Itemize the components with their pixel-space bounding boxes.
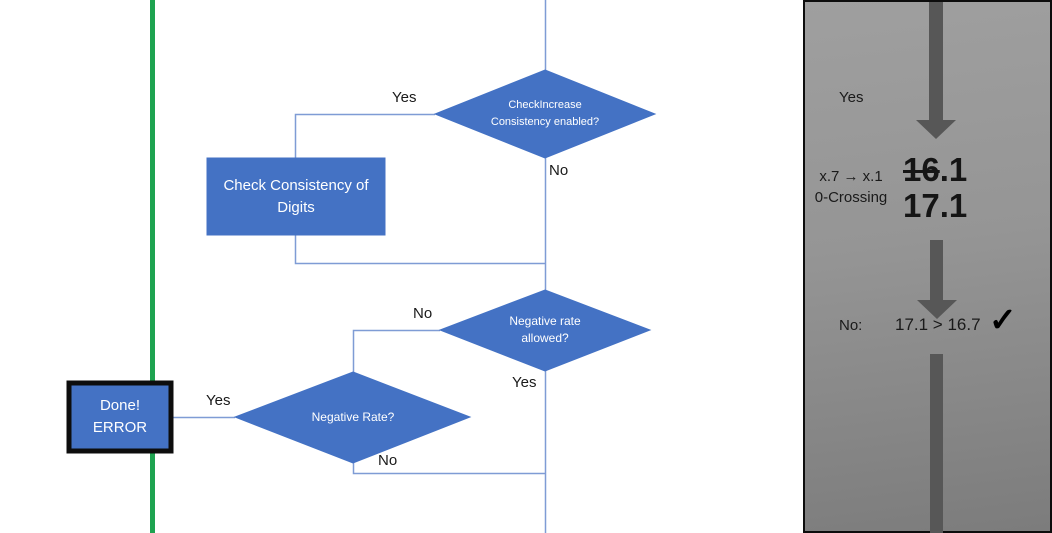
old-value-rest: .1 bbox=[939, 151, 968, 188]
down-arrow-1-head-icon bbox=[916, 120, 956, 139]
down-arrow-2-shaft bbox=[930, 240, 943, 300]
panel-yes-label: Yes bbox=[839, 89, 864, 106]
diamond-negative-rate-label: Negative Rate? bbox=[311, 410, 395, 424]
process-check-consistency-box bbox=[206, 157, 386, 236]
down-arrow-1-shaft bbox=[929, 2, 943, 120]
label-yes-done: Yes bbox=[206, 392, 231, 409]
label-yes-top: Yes bbox=[392, 89, 417, 106]
diamond-negative-rate-allowed-label: Negative rate allowed? bbox=[509, 314, 581, 345]
connector-no-return bbox=[352, 463, 545, 475]
connector-yes-to-check-consistency bbox=[294, 113, 435, 158]
rule-line2: 0-Crossing bbox=[814, 189, 888, 206]
label-no-bottom: No bbox=[378, 452, 398, 469]
down-arrow-3-shaft bbox=[930, 354, 943, 533]
diamond-negative-rate bbox=[233, 371, 472, 464]
label-no-mid: No bbox=[413, 305, 433, 322]
value-comparison-numbers: 16.1 17.1 bbox=[903, 152, 967, 224]
diamond-check-increase bbox=[433, 69, 657, 159]
done-error-label: Done! ERROR bbox=[67, 381, 173, 453]
new-value: 17.1 bbox=[903, 187, 968, 224]
label-yes-mid: Yes bbox=[512, 374, 537, 391]
example-side-panel: Yes x.7 → x.1 0-Crossing 16.1 17.1 No: 1… bbox=[803, 0, 1052, 533]
old-value-struck: 16 bbox=[903, 151, 940, 188]
comparison-text: 17.1 > 16.7 bbox=[895, 315, 981, 334]
old-value: 16.1 bbox=[903, 152, 967, 188]
connector-no-to-negative-rate bbox=[352, 329, 440, 372]
rule-line1: x.7 → x.1 bbox=[819, 168, 883, 185]
rule-annotation: x.7 → x.1 0-Crossing bbox=[807, 166, 895, 208]
process-check-consistency-label: Check Consistency of Digits bbox=[223, 176, 369, 216]
label-no-top: No bbox=[549, 162, 569, 179]
panel-no-label: No: bbox=[839, 317, 863, 334]
diamond-negative-rate-allowed bbox=[438, 289, 652, 372]
done-error-box bbox=[66, 380, 174, 454]
done-error-line1: Done! bbox=[99, 397, 140, 414]
checkmark-icon: ✓ bbox=[989, 301, 1017, 338]
done-error-line2: ERROR bbox=[92, 419, 148, 436]
diamond-check-increase-label: CheckIncrease Consistency enabled? bbox=[490, 99, 600, 128]
green-reference-line bbox=[150, 0, 155, 533]
down-arrow-2-head-icon bbox=[917, 300, 957, 319]
connector-check-consistency-return bbox=[294, 235, 545, 265]
